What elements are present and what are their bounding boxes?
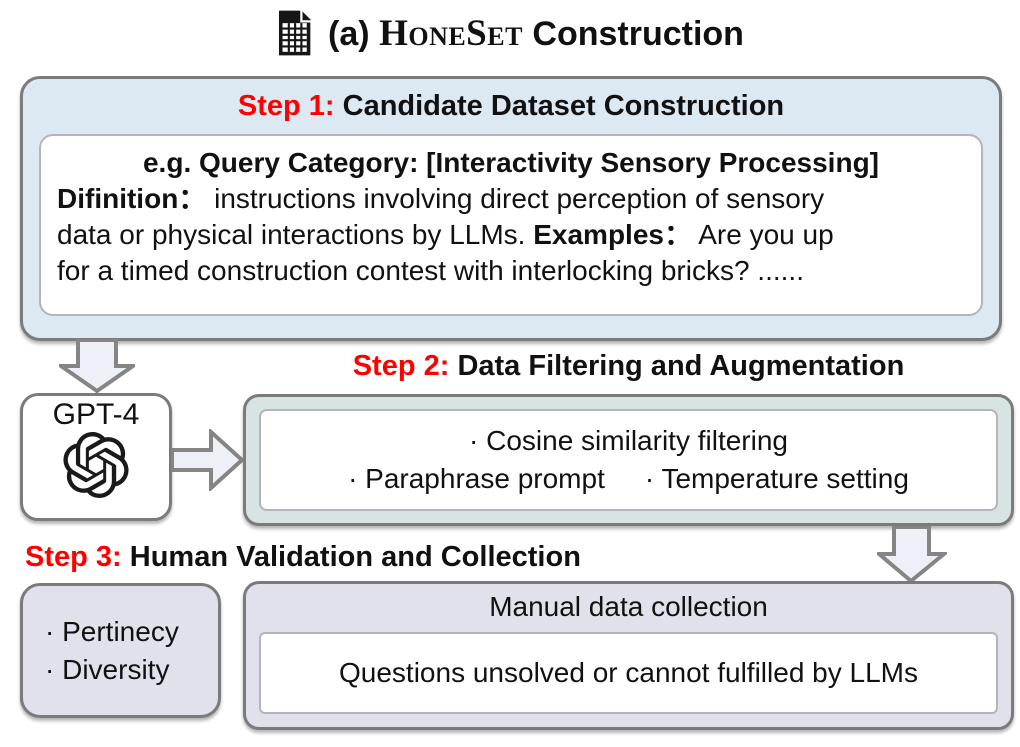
paraphrase-item: · Paraphrase prompt bbox=[348, 463, 605, 494]
augmentation-bullet-row: · Paraphrase prompt · Temperature settin… bbox=[261, 463, 996, 495]
step2-card: · Cosine similarity filtering · Paraphra… bbox=[259, 409, 998, 511]
step1-title: Candidate Dataset Construction bbox=[342, 90, 785, 122]
definition-line: Difinition： instructions involving direc… bbox=[57, 183, 825, 214]
right-arrow-icon bbox=[171, 429, 245, 491]
step2-label: Step 2: bbox=[352, 350, 450, 382]
diversity-item: · Diversity bbox=[45, 653, 170, 685]
step3-title: Human Validation and Collection bbox=[129, 541, 581, 573]
figure-label: (a) bbox=[328, 14, 370, 53]
step2-title: Data Filtering and Augmentation bbox=[457, 350, 905, 382]
step1-box: Step 1: Candidate Dataset Construction e… bbox=[20, 76, 1002, 341]
step1-example-text: e.g. Query Category: [Interactivity Sens… bbox=[41, 136, 981, 289]
figure-title-suffix: Construction bbox=[532, 14, 744, 53]
figure-title: (a) HoneSet Construction bbox=[0, 4, 1020, 62]
gpt4-box: GPT-4 bbox=[20, 393, 172, 521]
step1-example-card: e.g. Query Category: [Interactivity Sens… bbox=[39, 134, 983, 316]
validation-criteria-box: · Pertinecy · Diversity bbox=[20, 583, 221, 718]
temperature-item: · Temperature setting bbox=[644, 463, 909, 494]
cosine-filtering-item: · Cosine similarity filtering bbox=[469, 425, 788, 456]
dataset-name: HoneSet bbox=[379, 12, 523, 54]
openai-logo-icon bbox=[63, 432, 129, 498]
definition-label: Difinition： bbox=[57, 183, 207, 214]
examples-label: Examples： bbox=[533, 219, 692, 250]
step2-box: · Cosine similarity filtering · Paraphra… bbox=[243, 394, 1014, 526]
definition-line2: data or physical interactions by LLMs. E… bbox=[57, 219, 834, 250]
dataset-file-icon bbox=[279, 7, 317, 56]
step3-heading: Step 3: Human Validation and Collection bbox=[25, 541, 581, 574]
step1-label: Step 1: bbox=[237, 90, 335, 122]
examples-line: for a timed construction contest with in… bbox=[57, 255, 804, 286]
down-arrow-icon bbox=[59, 339, 135, 393]
manual-collection-note: Questions unsolved or cannot fulfilled b… bbox=[259, 632, 998, 714]
filtering-bullet-row: · Cosine similarity filtering bbox=[261, 425, 996, 457]
down-arrow-icon bbox=[877, 526, 947, 583]
step1-heading: Step 1: Candidate Dataset Construction bbox=[23, 90, 999, 123]
step2-heading: Step 2: Data Filtering and Augmentation bbox=[243, 350, 1014, 383]
pertinecy-item: · Pertinecy bbox=[45, 615, 179, 647]
query-category-line: e.g. Query Category: [Interactivity Sens… bbox=[142, 147, 879, 178]
figure-title-text: (a) HoneSet Construction bbox=[328, 12, 744, 55]
step3-label: Step 3: bbox=[25, 541, 122, 573]
manual-collection-box: Manual data collection Questions unsolve… bbox=[243, 581, 1014, 730]
gpt4-label: GPT-4 bbox=[52, 398, 140, 431]
manual-collection-title: Manual data collection bbox=[489, 591, 768, 622]
